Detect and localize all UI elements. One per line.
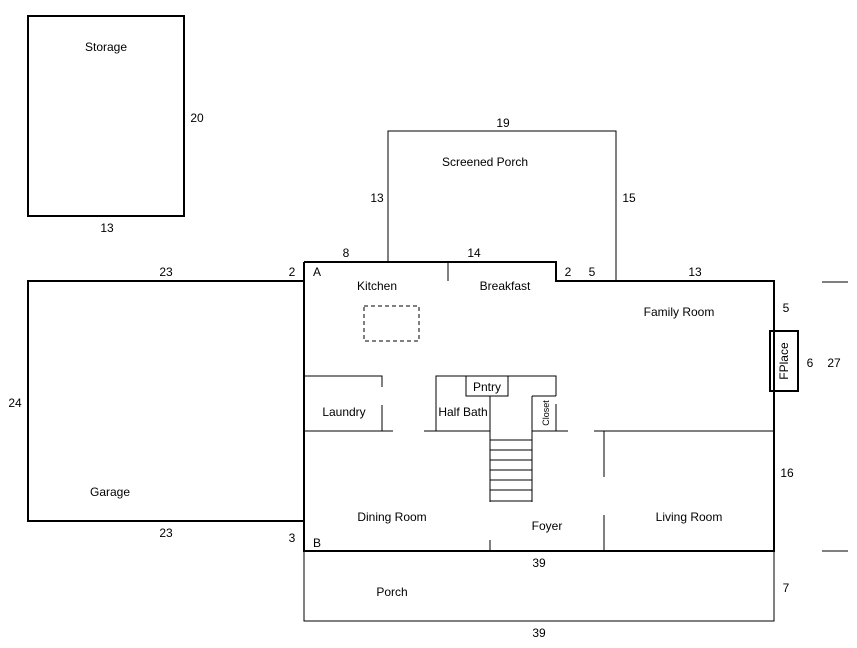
kitchen-island [363, 305, 420, 342]
marker-a: A [313, 265, 321, 279]
label-foyer: Foyer [532, 519, 563, 533]
label-pantry: Pntry [473, 380, 501, 394]
label-kitchen: Kitchen [357, 279, 397, 293]
dim-top-2-left: 2 [289, 265, 296, 279]
label-fireplace: FPlace [777, 342, 791, 380]
stairs [490, 439, 532, 502]
dim-porch-bottom: 39 [532, 626, 546, 640]
dim-garage-top: 23 [159, 265, 173, 279]
dim-overall-27: 27 [827, 356, 841, 370]
storage-outline [27, 15, 185, 217]
dim-garage-bottom: 23 [159, 526, 173, 540]
wall-pantry [465, 376, 509, 397]
porch-outline [303, 551, 775, 622]
label-living-room: Living Room [656, 510, 723, 524]
fireplace-outline [769, 330, 799, 392]
dim-fireplace-6: 6 [807, 356, 814, 370]
label-laundry: Laundry [322, 405, 365, 419]
label-breakfast: Breakfast [480, 279, 531, 293]
dim-right-16: 16 [780, 466, 794, 480]
label-closet: Closet [541, 400, 551, 426]
label-storage: Storage [85, 40, 127, 54]
screened-porch-outline [387, 130, 617, 281]
dim-top-14: 14 [467, 246, 481, 260]
dim-top-8: 8 [343, 246, 350, 260]
dim-right-5: 5 [783, 301, 790, 315]
garage-outline [27, 280, 305, 522]
dim-screened-top: 19 [496, 116, 510, 130]
dim-garage-left: 24 [8, 396, 22, 410]
label-screened-porch: Screened Porch [442, 155, 528, 169]
dim-top-13: 13 [688, 265, 702, 279]
dim-screened-right: 15 [622, 191, 636, 205]
label-dining-room: Dining Room [357, 510, 426, 524]
dim-house-bottom: 39 [532, 556, 546, 570]
dim-screened-left: 13 [370, 191, 384, 205]
dim-storage-side: 20 [190, 111, 204, 125]
wall-laundry [304, 375, 383, 387]
wall-half-bath [435, 375, 557, 431]
dim-top-5: 5 [589, 265, 596, 279]
dim-porch-right: 7 [783, 581, 790, 595]
label-garage: Garage [90, 485, 130, 499]
label-half-bath: Half Bath [438, 405, 487, 419]
marker-b: B [313, 536, 321, 550]
label-family-room: Family Room [644, 305, 715, 319]
dim-bottom-3: 3 [289, 531, 296, 545]
label-porch: Porch [376, 585, 407, 599]
dim-storage-bottom: 13 [100, 221, 114, 235]
dim-top-2-right: 2 [565, 265, 572, 279]
